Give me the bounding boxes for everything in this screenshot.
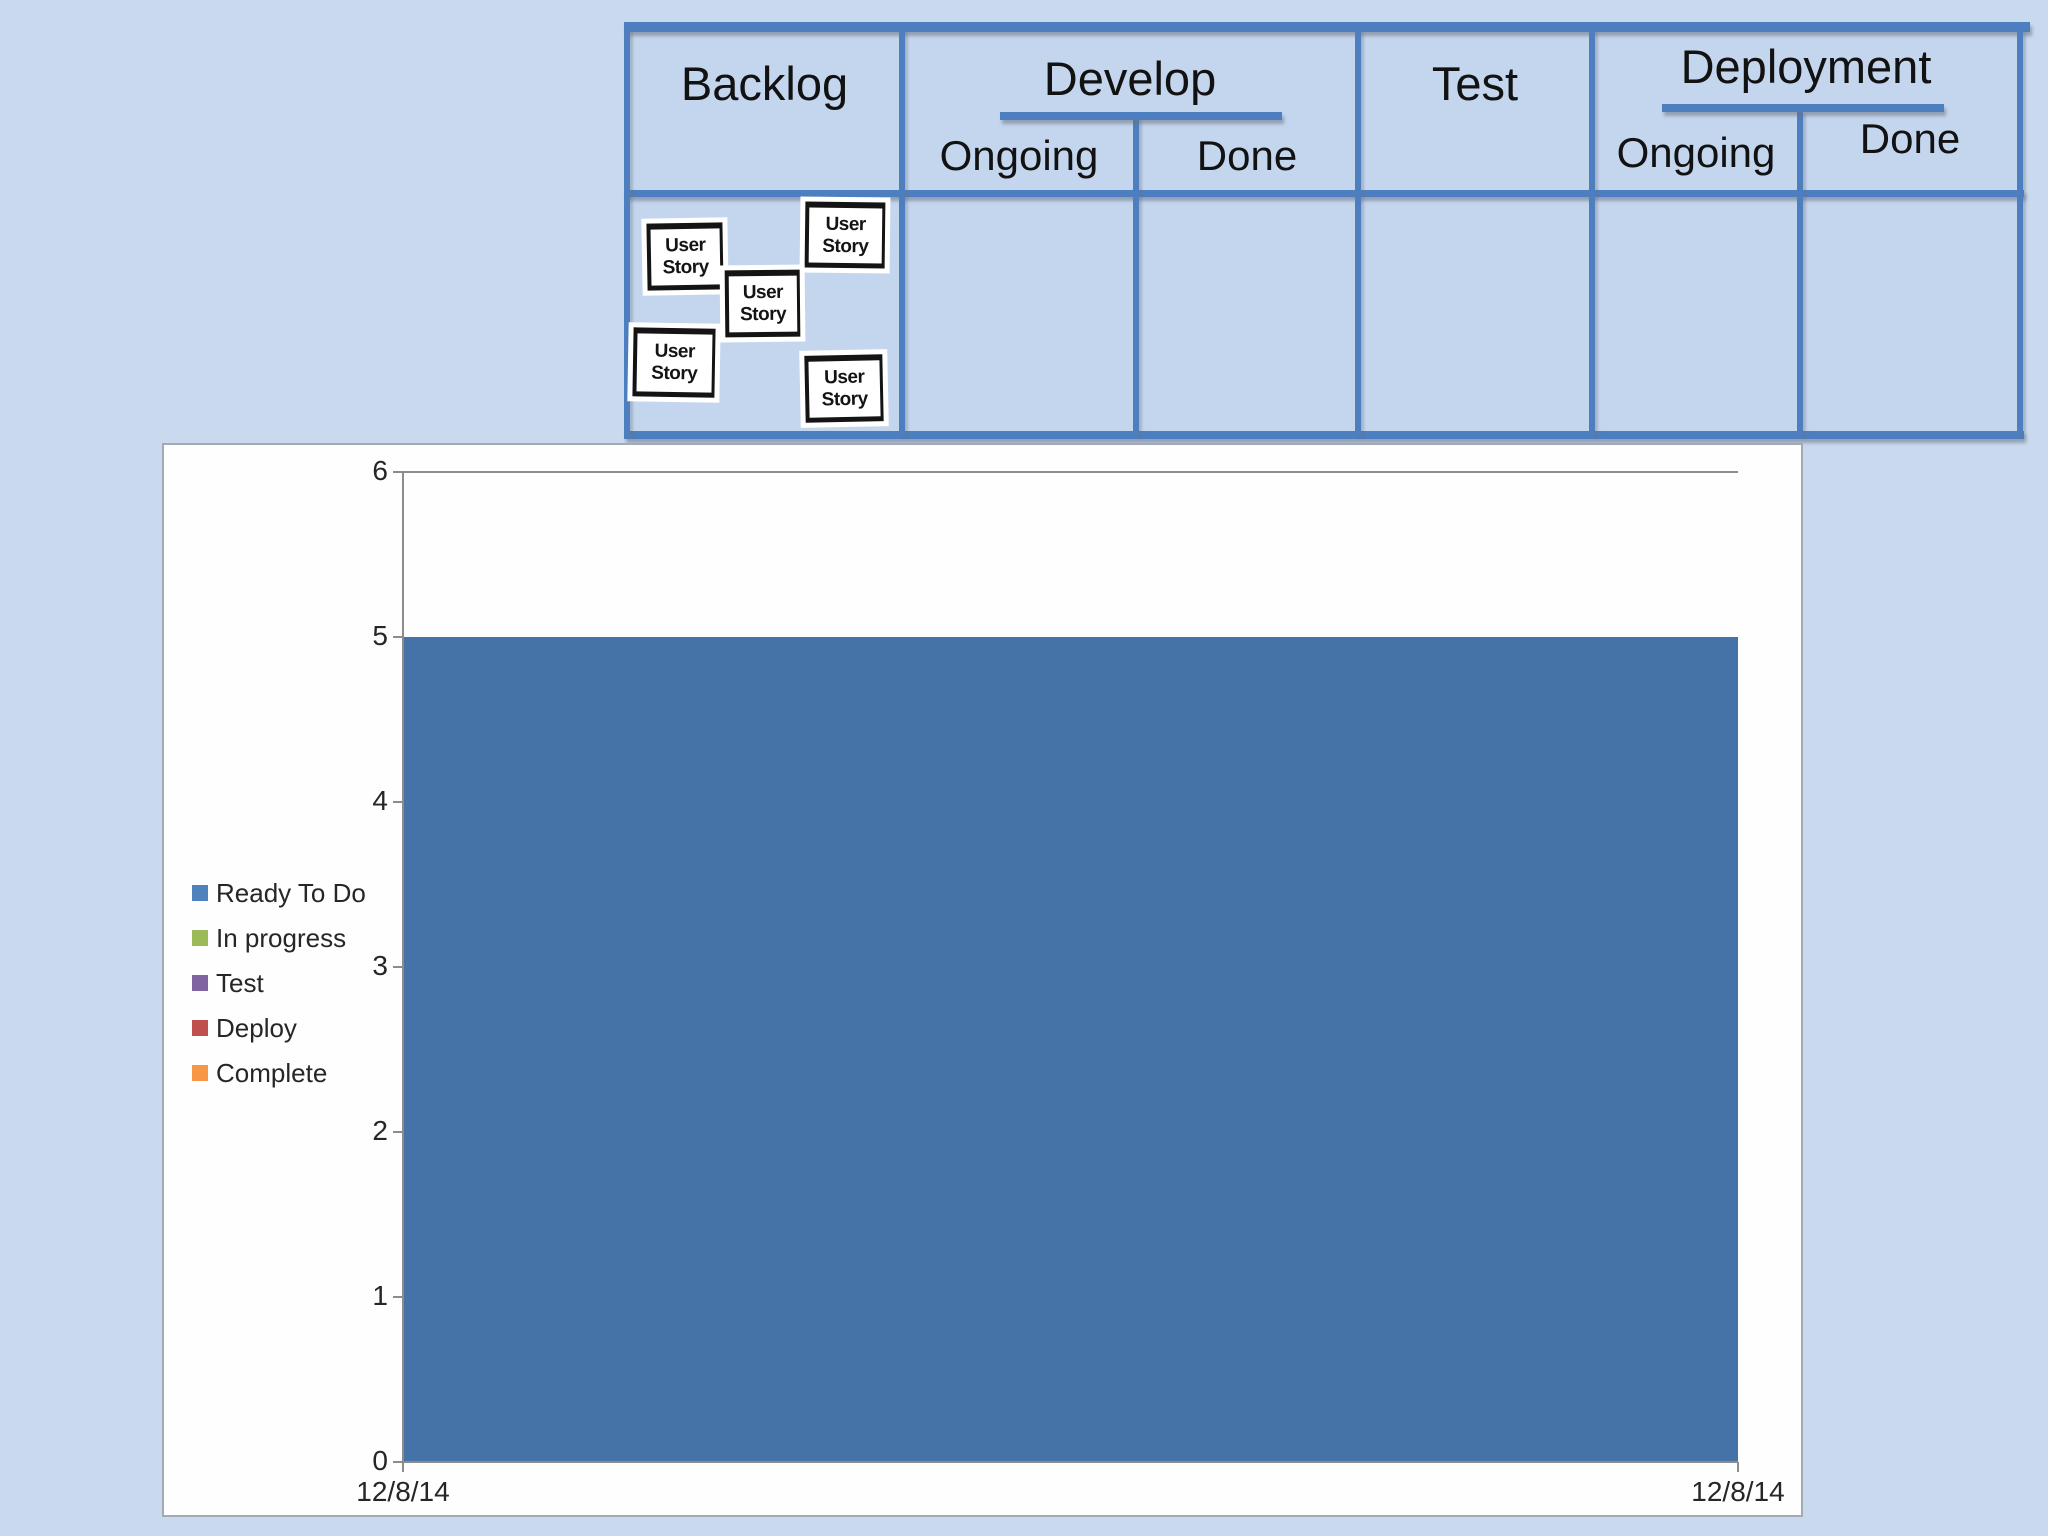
board-divider-backlog-develop xyxy=(899,30,905,436)
card-label: User Story xyxy=(821,366,868,411)
column-header-deployment-done: Done xyxy=(1859,115,1961,162)
deployment-underline xyxy=(1662,104,1944,112)
column-header-deployment: Deployment xyxy=(1680,39,1932,93)
user-story-card: User Story xyxy=(719,264,806,343)
legend-label: Deploy xyxy=(216,1012,297,1043)
y-tick-mark xyxy=(393,471,403,473)
legend-entry: Complete xyxy=(192,1056,327,1090)
y-tick-label: 6 xyxy=(372,455,388,486)
column-header-test: Test xyxy=(1431,56,1519,110)
y-tick-mark xyxy=(393,1461,403,1463)
board-top-border xyxy=(624,22,2030,32)
board-bottom-border xyxy=(624,431,2024,439)
legend-label: Ready To Do xyxy=(216,877,366,908)
board-divider-develop-ongoing-done xyxy=(1133,117,1139,436)
y-tick-label: 1 xyxy=(372,1280,388,1311)
board-right-border xyxy=(2017,30,2023,436)
legend-swatch xyxy=(192,1065,208,1081)
x-tick-mark xyxy=(402,1462,404,1472)
board-divider-test-deployment xyxy=(1589,30,1595,436)
y-tick-label: 2 xyxy=(372,1115,388,1146)
legend-swatch xyxy=(192,1020,208,1036)
y-tick-mark xyxy=(393,636,403,638)
chart-top-gridline xyxy=(403,471,1738,473)
x-tick-label: 12/8/14 xyxy=(1691,1476,1785,1507)
card-sketch-border: User Story xyxy=(804,201,886,269)
y-tick-label: 4 xyxy=(372,785,388,816)
board-left-border xyxy=(624,30,630,436)
card-sketch-border: User Story xyxy=(632,327,716,398)
develop-underline xyxy=(1000,112,1282,120)
column-header-develop-ongoing: Ongoing xyxy=(939,132,1099,179)
board-header-separator xyxy=(624,190,2024,197)
y-tick-label: 5 xyxy=(372,620,388,651)
legend-entry: In progress xyxy=(192,921,346,955)
y-tick-mark xyxy=(393,1131,403,1133)
legend-entry: Ready To Do xyxy=(192,876,366,910)
column-header-develop-done: Done xyxy=(1196,132,1298,179)
legend-entry: Deploy xyxy=(192,1011,297,1045)
legend-label: Test xyxy=(216,967,264,998)
legend-label: Complete xyxy=(216,1057,328,1088)
area-series-ready-to-do xyxy=(404,637,1738,1461)
card-label: User Story xyxy=(739,281,787,326)
board-divider-develop-test xyxy=(1355,30,1361,436)
user-story-card: User Story xyxy=(799,349,889,428)
y-tick-mark xyxy=(393,966,403,968)
column-header-backlog: Backlog xyxy=(680,56,849,110)
card-label: User Story xyxy=(662,234,709,279)
card-sketch-border: User Story xyxy=(646,222,724,291)
user-story-card: User Story xyxy=(627,322,721,403)
legend-swatch xyxy=(192,930,208,946)
board-divider-deployment-ongoing-done xyxy=(1797,112,1803,436)
y-tick-mark xyxy=(393,1296,403,1298)
legend-swatch xyxy=(192,885,208,901)
y-tick-label: 0 xyxy=(372,1445,388,1476)
y-tick-label: 3 xyxy=(372,950,388,981)
legend-entry: Test xyxy=(192,966,264,1000)
card-label: User Story xyxy=(651,340,698,385)
card-sketch-border: User Story xyxy=(724,269,801,338)
column-header-deployment-ongoing: Ongoing xyxy=(1616,129,1776,176)
user-story-card: User Story xyxy=(641,217,729,296)
card-sketch-border: User Story xyxy=(804,354,884,423)
chart-x-axis xyxy=(403,1461,1738,1463)
legend-swatch xyxy=(192,975,208,991)
x-tick-label: 12/8/14 xyxy=(356,1476,450,1507)
x-tick-mark xyxy=(1737,1462,1739,1472)
legend-label: In progress xyxy=(216,922,347,953)
card-label: User Story xyxy=(822,213,869,257)
column-header-develop: Develop xyxy=(1043,51,1217,105)
user-story-card: User Story xyxy=(799,196,891,274)
chart-y-axis xyxy=(402,471,404,1463)
y-tick-mark xyxy=(393,801,403,803)
